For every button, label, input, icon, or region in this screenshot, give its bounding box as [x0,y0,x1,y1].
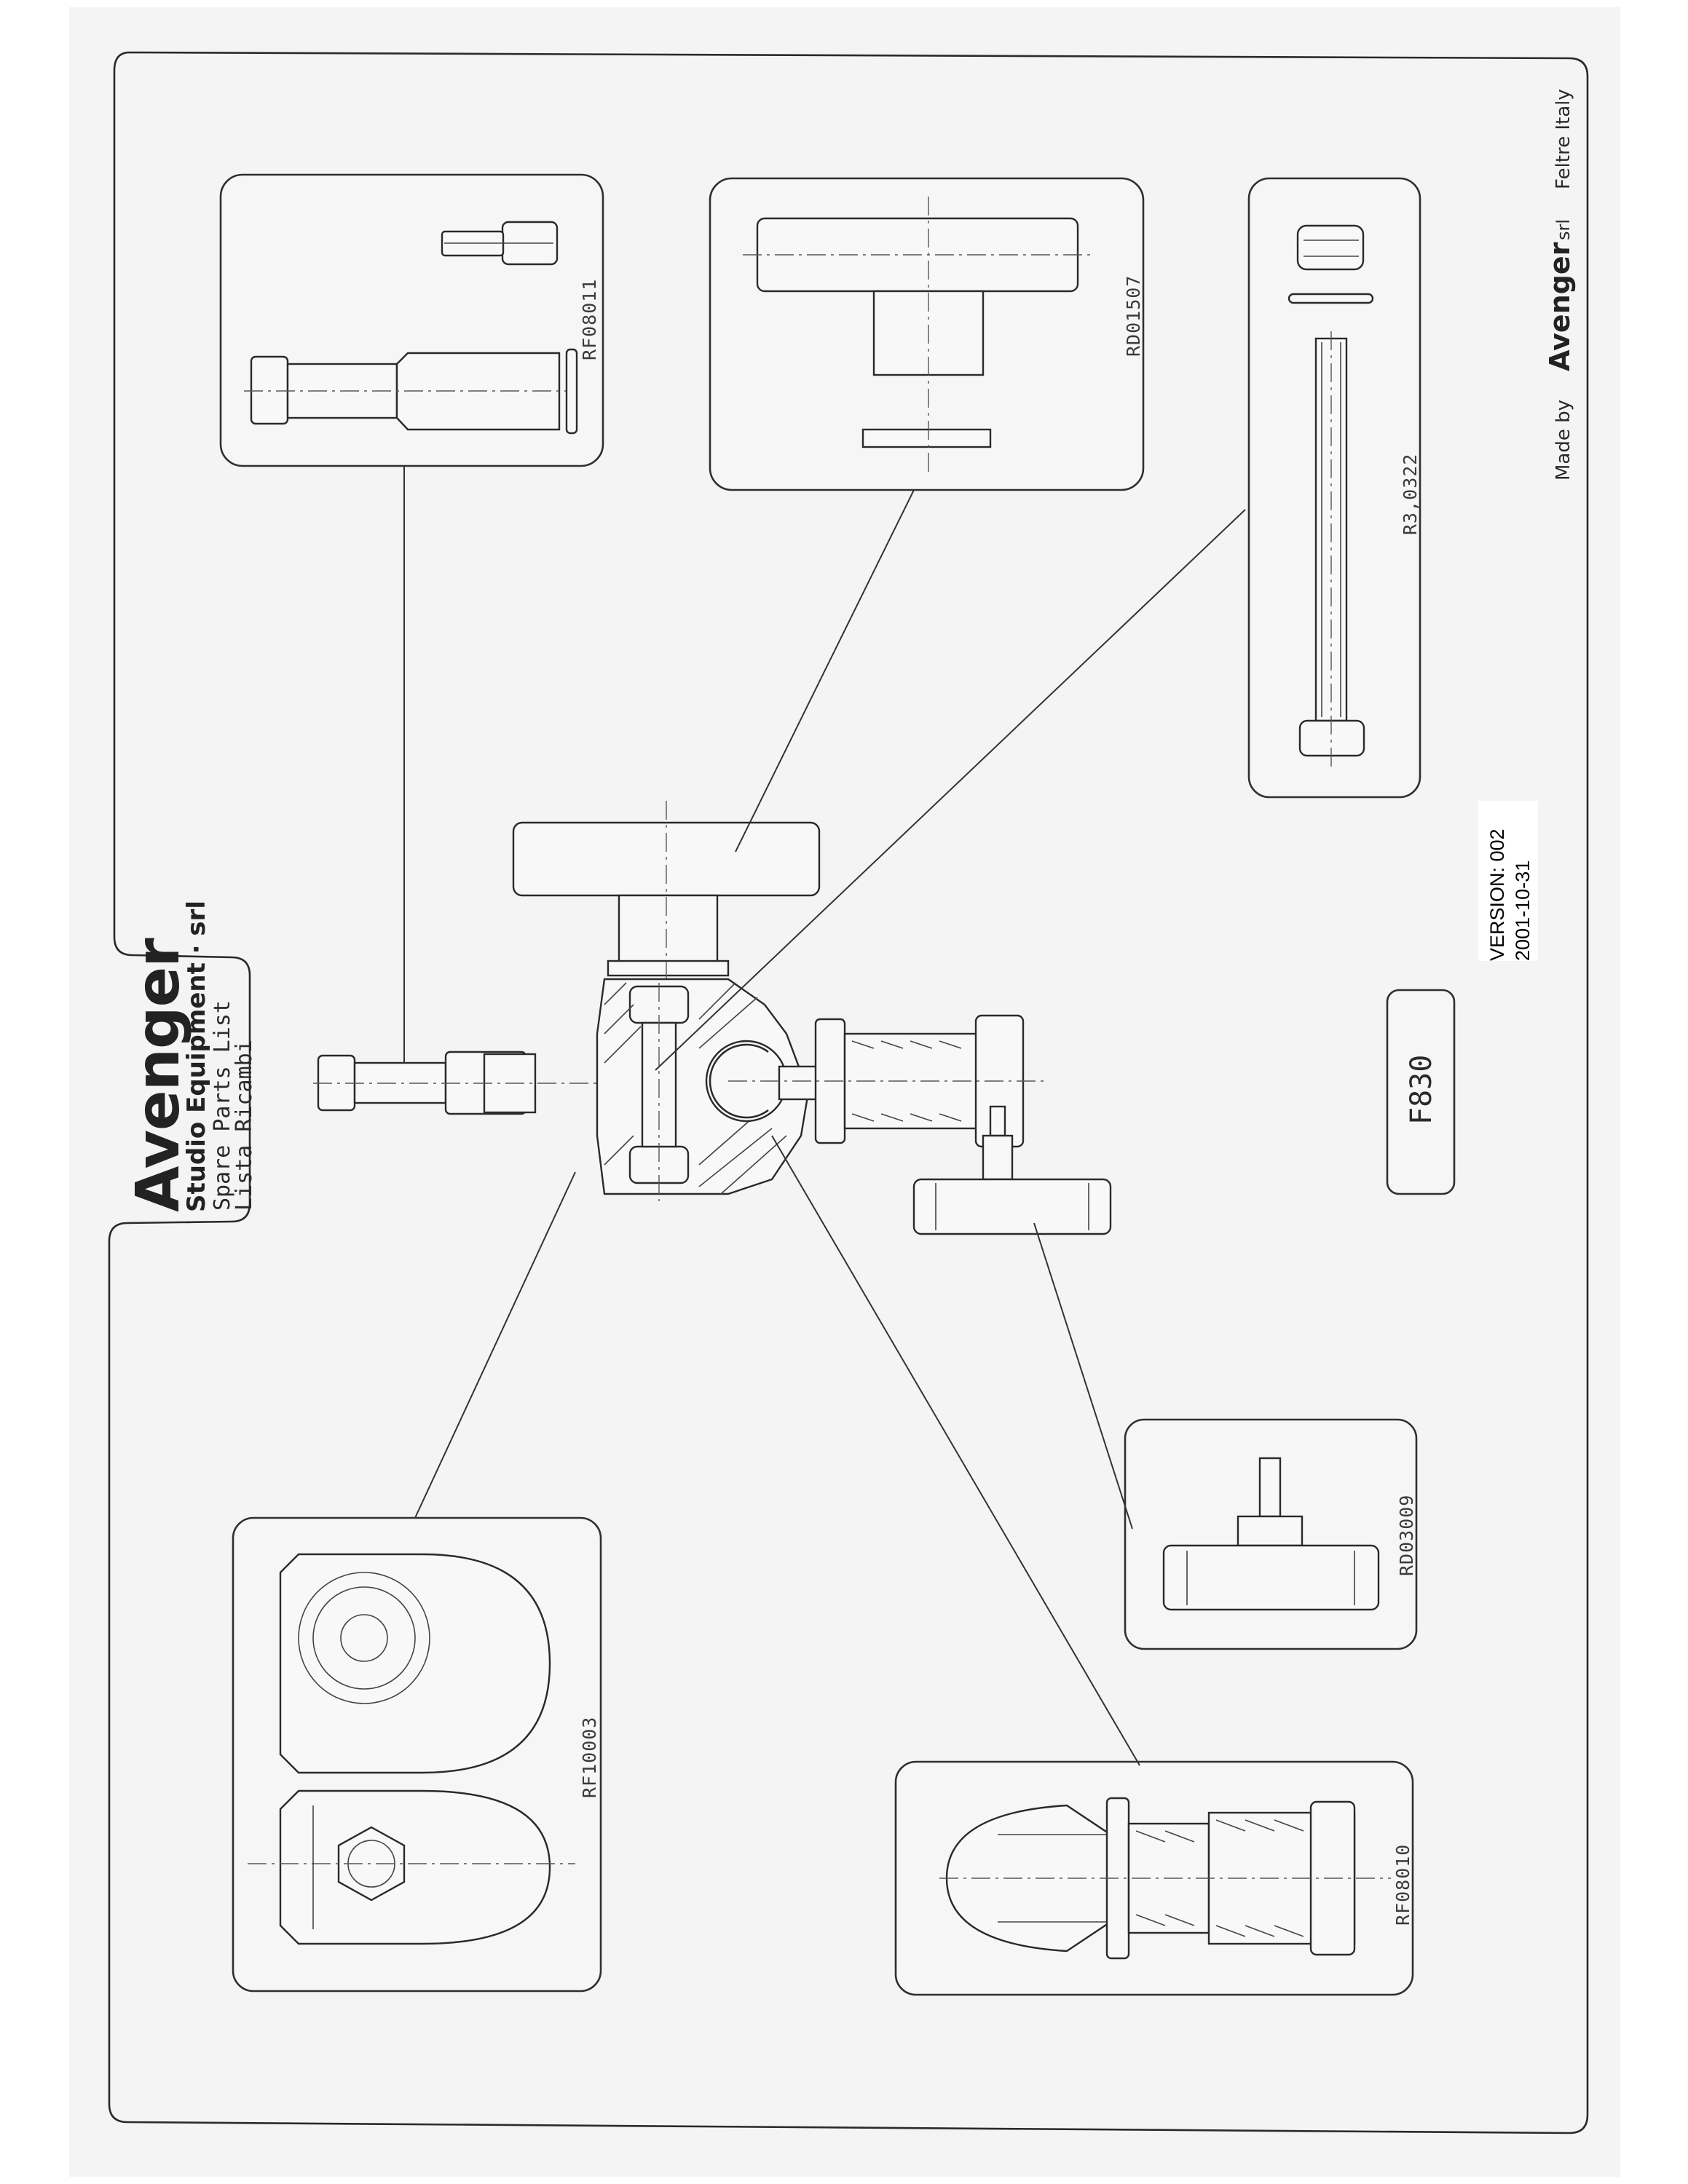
company-line: Studio Equipment · srl [182,901,211,1212]
part-code-rf08010: RF08010 [1392,1844,1413,1926]
maker-footer: Made by Avenger srl Feltre Italy [1544,89,1576,480]
version-number: VERSION: 002 [1486,828,1508,961]
sheet-frame [108,51,1589,2134]
model-code-box: F830 [1386,989,1456,1195]
version-label: VERSION: 002 2001-10-31 [1478,801,1538,961]
model-code: F830 [1405,1055,1438,1125]
part-box-rf08011: RF08011 [219,173,604,467]
version-date: 2001-10-31 [1512,860,1534,961]
leader-lines [403,466,1246,1766]
part-box-rd03009: RD03009 [1124,1418,1418,1650]
brand-logo: Avenger [124,938,193,1212]
part-box-rd01507: RD01507 [709,177,1145,491]
maker-location: Feltre Italy [1553,89,1574,189]
part-code-rf08011: RF08011 [579,279,600,360]
central-assembly [313,801,1112,1235]
part-box-r3-0322: R3,0322 [1247,177,1421,799]
doc-title-english: Spare Parts List [210,1000,235,1211]
made-by-text: Made by [1553,400,1574,480]
title-block: Avenger Studio Equipment · srl Spare Par… [124,901,257,1212]
part-box-rf10003: RF10003 [232,1516,602,1993]
part-code-rd03009: RD03009 [1396,1495,1417,1576]
maker-suffix: srl [1553,219,1574,240]
part-code-r3-0322: R3,0322 [1400,454,1421,535]
doc-title-italian: Lista Ricambi [232,1040,257,1211]
maker-brand: Avenger [1544,242,1576,371]
part-code-rf10003: RF10003 [579,1717,600,1798]
part-code-rd01507: RD01507 [1123,275,1144,357]
part-box-rf08010: RF08010 [894,1760,1414,1996]
